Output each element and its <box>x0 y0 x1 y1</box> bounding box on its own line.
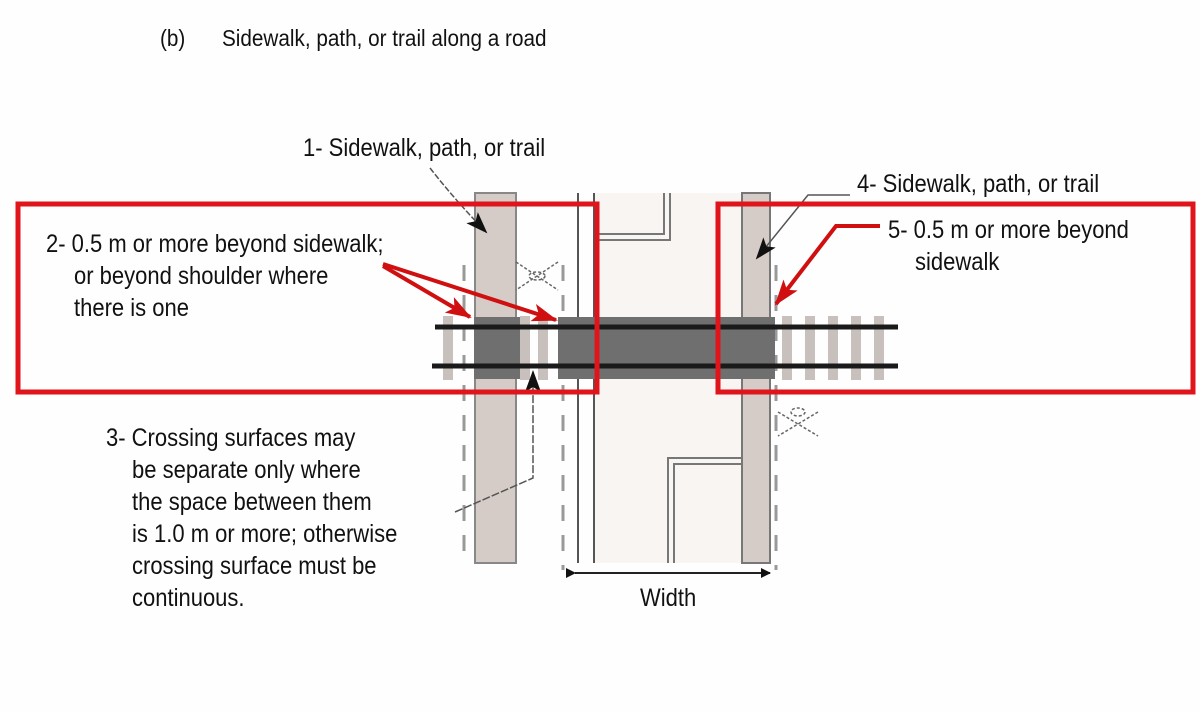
red-arrow-5 <box>774 224 880 306</box>
label-3-line: be separate only where <box>132 456 361 484</box>
label-3-line: is 1.0 m or more; otherwise <box>132 520 398 548</box>
label-2-line: 2- 0.5 m or more beyond sidewalk; <box>46 230 384 258</box>
highlight-box-left <box>15 201 600 395</box>
curb-bottom <box>667 457 742 563</box>
label-3-line: the space between them <box>132 488 372 516</box>
crossbuck-sign-icon <box>515 261 559 291</box>
label-2-line: or beyond shoulder where <box>74 262 329 290</box>
crossbuck-sign-icon <box>777 407 819 437</box>
width-label: Width <box>640 584 697 612</box>
curb-top <box>596 193 671 241</box>
label-5-line: 5- 0.5 m or more beyond <box>888 216 1129 244</box>
label-2-line: there is one <box>74 294 189 322</box>
label-5-line: sidewalk <box>915 248 1000 276</box>
figure-title: Sidewalk, path, or trail along a road <box>222 25 547 51</box>
label-3-line: continuous. <box>132 584 245 612</box>
highlight-box-right <box>715 201 1196 395</box>
label-1: 1- Sidewalk, path, or trail <box>303 134 546 162</box>
red-arrow-2a <box>381 264 472 319</box>
panel-label: (b) <box>160 25 186 51</box>
leader-4 <box>755 194 850 260</box>
leader-3 <box>454 370 541 513</box>
red-arrow-2b <box>382 262 558 322</box>
label-4: 4- Sidewalk, path, or trail <box>857 170 1100 198</box>
label-3-line: 3- Crossing surfaces may <box>106 424 356 452</box>
label-3-line: crossing surface must be <box>132 552 377 580</box>
rail-ties <box>443 316 884 380</box>
leader-1 <box>429 167 488 234</box>
